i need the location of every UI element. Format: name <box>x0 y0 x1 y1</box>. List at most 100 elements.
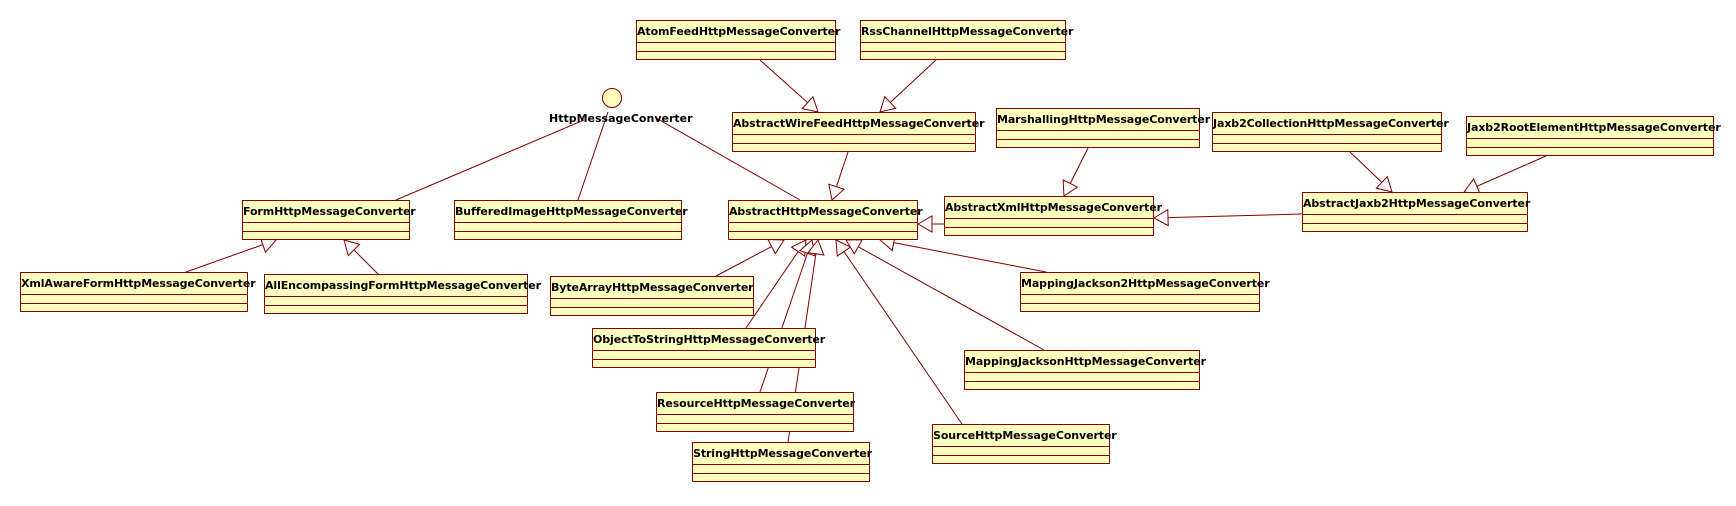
class-box-source[interactable]: SourceHttpMessageConverter <box>932 424 1117 464</box>
edge-rss-to-wirefeed <box>879 59 937 113</box>
edge-abstract-to-iface <box>655 117 801 201</box>
class-name: XmlAwareFormHttpMessageConverter <box>21 273 256 295</box>
class-box-marshalling[interactable]: MarshallingHttpMessageConverter <box>996 108 1210 148</box>
attributes-compartment <box>861 43 1065 52</box>
edge-xmlaware-to-form <box>185 236 277 273</box>
edge-source-to-abstract <box>835 239 963 425</box>
attributes-compartment <box>1213 135 1441 144</box>
edge-marshalling-to-xml <box>1062 147 1089 197</box>
edge-line <box>715 246 772 277</box>
operations-compartment <box>243 232 409 240</box>
class-box-allenc[interactable]: AllEncompassingFormHttpMessageConverter <box>264 274 541 314</box>
edge-jackson-to-abstract <box>845 239 1045 351</box>
class-name: RssChannelHttpMessageConverter <box>861 21 1073 43</box>
hollow-triangle-arrowhead <box>828 183 845 201</box>
attributes-compartment <box>657 415 853 424</box>
class-box-buffered[interactable]: BufferedImageHttpMessageConverter <box>454 200 688 240</box>
class-box-string[interactable]: StringHttpMessageConverter <box>692 442 872 482</box>
edge-form-to-iface <box>395 119 585 201</box>
attributes-compartment <box>997 131 1199 140</box>
class-box-wirefeed[interactable]: AbstractWireFeedHttpMessageConverter <box>732 112 984 152</box>
class-box-jackson[interactable]: MappingJacksonHttpMessageConverter <box>964 350 1206 390</box>
hollow-triangle-arrowhead <box>1152 208 1169 227</box>
operations-compartment <box>1021 304 1259 312</box>
class-name: SourceHttpMessageConverter <box>933 425 1117 447</box>
interface-label: HttpMessageConverter <box>549 112 693 125</box>
edge-line <box>889 59 937 103</box>
edge-line <box>1167 213 1303 219</box>
edge-bytearray-to-abstract <box>715 238 785 277</box>
operations-compartment <box>657 424 853 432</box>
class-name: ByteArrayHttpMessageConverter <box>551 277 754 299</box>
edge-line <box>185 244 263 273</box>
class-name: Jaxb2RootElementHttpMessageConverter <box>1467 117 1721 139</box>
class-name: StringHttpMessageConverter <box>693 443 872 465</box>
hollow-triangle-arrowhead <box>879 95 897 113</box>
class-box-xmlaware[interactable]: XmlAwareFormHttpMessageConverter <box>20 272 256 312</box>
hollow-triangle-arrowhead <box>835 239 852 257</box>
edge-line <box>353 249 379 275</box>
edge-allenc-to-form <box>343 239 379 275</box>
attributes-compartment <box>965 373 1199 382</box>
attributes-compartment <box>933 447 1109 456</box>
class-name: AbstractXmlHttpMessageConverter <box>945 197 1162 219</box>
operations-compartment <box>997 140 1199 148</box>
hollow-triangle-arrowhead <box>916 215 933 233</box>
class-name: Jaxb2CollectionHttpMessageConverter <box>1213 113 1449 135</box>
class-name: MappingJackson2HttpMessageConverter <box>1021 273 1270 295</box>
operations-compartment <box>21 304 247 312</box>
class-box-jackson2[interactable]: MappingJackson2HttpMessageConverter <box>1020 272 1270 312</box>
edge-line <box>1069 147 1089 184</box>
edge-buffered-to-iface <box>577 111 609 201</box>
edge-line <box>759 253 808 393</box>
class-box-rss[interactable]: RssChannelHttpMessageConverter <box>860 20 1073 60</box>
edge-line <box>1349 151 1383 183</box>
edge-atom-to-wirefeed <box>759 59 819 113</box>
class-name: AbstractWireFeedHttpMessageConverter <box>733 113 984 135</box>
class-box-form[interactable]: FormHttpMessageConverter <box>242 200 416 240</box>
class-box-bytearray[interactable]: ByteArrayHttpMessageConverter <box>550 276 754 316</box>
class-box-xml[interactable]: AbstractXmlHttpMessageConverter <box>944 196 1162 236</box>
attributes-compartment <box>21 295 247 304</box>
edge-line <box>857 246 1045 351</box>
edge-line <box>745 251 799 329</box>
operations-compartment <box>945 228 1153 236</box>
attributes-compartment <box>265 297 527 306</box>
operations-compartment <box>729 232 917 240</box>
operations-compartment <box>965 382 1199 390</box>
attributes-compartment <box>1467 139 1713 148</box>
operations-compartment <box>265 306 527 314</box>
realization-line <box>395 119 585 201</box>
attributes-compartment <box>733 135 975 144</box>
hollow-triangle-arrowhead <box>1375 175 1393 193</box>
class-box-atom[interactable]: AtomFeedHttpMessageConverter <box>636 20 840 60</box>
edge-wirefeed-to-abstract <box>828 151 849 201</box>
attributes-compartment <box>945 219 1153 228</box>
class-name: AbstractHttpMessageConverter <box>729 201 923 223</box>
class-box-abstract[interactable]: AbstractHttpMessageConverter <box>728 200 923 240</box>
edge-line <box>893 242 1047 273</box>
edge-line <box>1476 155 1547 187</box>
hollow-triangle-arrowhead <box>801 95 819 113</box>
class-box-resource[interactable]: ResourceHttpMessageConverter <box>656 392 855 432</box>
hollow-triangle-arrowhead <box>343 239 361 257</box>
operations-compartment <box>551 308 753 316</box>
class-box-jaxb2[interactable]: AbstractJaxb2HttpMessageConverter <box>1302 192 1530 232</box>
class-name: ResourceHttpMessageConverter <box>657 393 855 415</box>
attributes-compartment <box>637 43 835 52</box>
operations-compartment <box>1467 148 1713 156</box>
operations-compartment <box>693 474 869 482</box>
attributes-compartment <box>1303 215 1527 224</box>
attributes-compartment <box>455 223 681 232</box>
hollow-triangle-arrowhead <box>807 239 825 256</box>
class-name: MappingJacksonHttpMessageConverter <box>965 351 1206 373</box>
interface-lollipop-circle[interactable] <box>602 88 622 108</box>
class-name: MarshallingHttpMessageConverter <box>997 109 1210 131</box>
class-name: FormHttpMessageConverter <box>243 201 416 223</box>
attributes-compartment <box>729 223 917 232</box>
operations-compartment <box>593 360 815 368</box>
class-box-jaxb2coll[interactable]: Jaxb2CollectionHttpMessageConverter <box>1212 112 1449 152</box>
class-box-jaxb2root[interactable]: Jaxb2RootElementHttpMessageConverter <box>1466 116 1721 156</box>
class-box-objtostr[interactable]: ObjectToStringHttpMessageConverter <box>592 328 825 368</box>
